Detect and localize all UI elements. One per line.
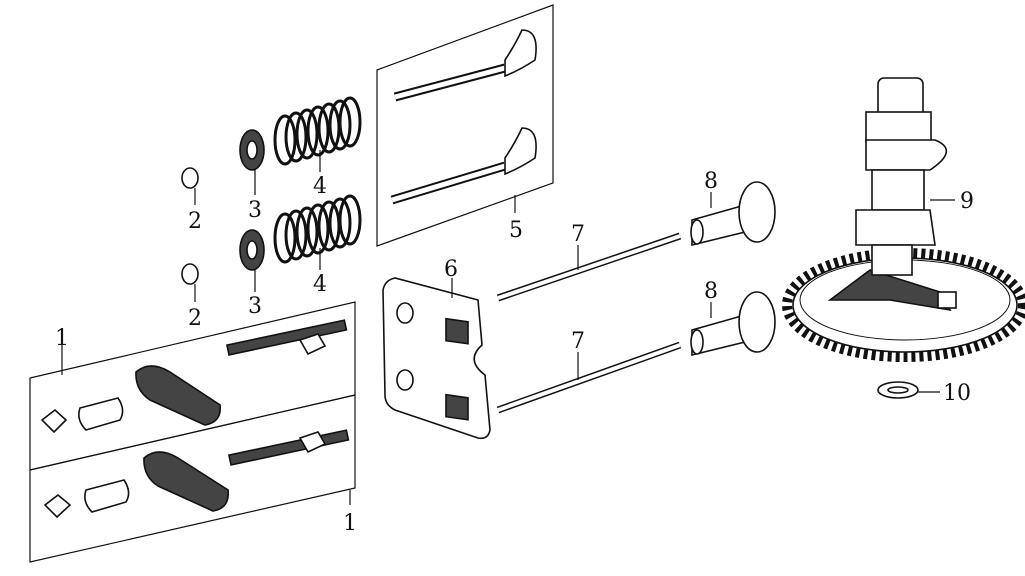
callout-2: 2 (188, 306, 202, 331)
camshaft-gear (782, 248, 1025, 362)
callout-1: 1 (343, 511, 357, 536)
callout-8: 8 (704, 279, 718, 304)
callout-4: 4 (313, 272, 327, 297)
valve (393, 29, 537, 102)
panel-lower (29, 394, 356, 563)
adjuster-nut (84, 479, 130, 513)
tappet (690, 181, 776, 247)
rocker-arm (143, 451, 230, 512)
push-rod-guide-plate (382, 277, 491, 440)
nut (43, 493, 72, 519)
valve-spring (273, 194, 362, 264)
rocker-stud (228, 429, 350, 466)
stud-nut (298, 333, 327, 356)
callout-9: 9 (960, 189, 974, 214)
valve-keeper (181, 167, 199, 189)
rocker-arm (135, 365, 222, 426)
valve-keeper (181, 263, 199, 285)
rocker-set-lower (43, 429, 350, 519)
callout-3: 3 (248, 198, 262, 223)
callout-10: 10 (943, 381, 971, 406)
rocker-arm-assembly-group (29, 301, 356, 563)
callout-1: 1 (55, 326, 69, 351)
callout-3: 3 (248, 294, 262, 319)
leader-lines (61, 150, 955, 505)
valve-spring (273, 96, 362, 166)
valves-panel (376, 4, 554, 247)
stud-nut (298, 431, 327, 454)
rocker-stud (226, 319, 348, 356)
callout-8: 8 (704, 169, 718, 194)
camshaft (855, 77, 948, 276)
callout-2: 2 (188, 209, 202, 234)
callout-6: 6 (444, 257, 458, 282)
valve (390, 127, 537, 205)
callout-4: 4 (313, 174, 327, 199)
adjuster-nut (78, 397, 124, 431)
callout-7: 7 (571, 222, 585, 247)
rocker-set-upper (40, 319, 348, 434)
tappet (690, 291, 776, 357)
nut (40, 408, 68, 434)
callout-5: 5 (509, 218, 523, 243)
callout-7: 7 (571, 329, 585, 354)
